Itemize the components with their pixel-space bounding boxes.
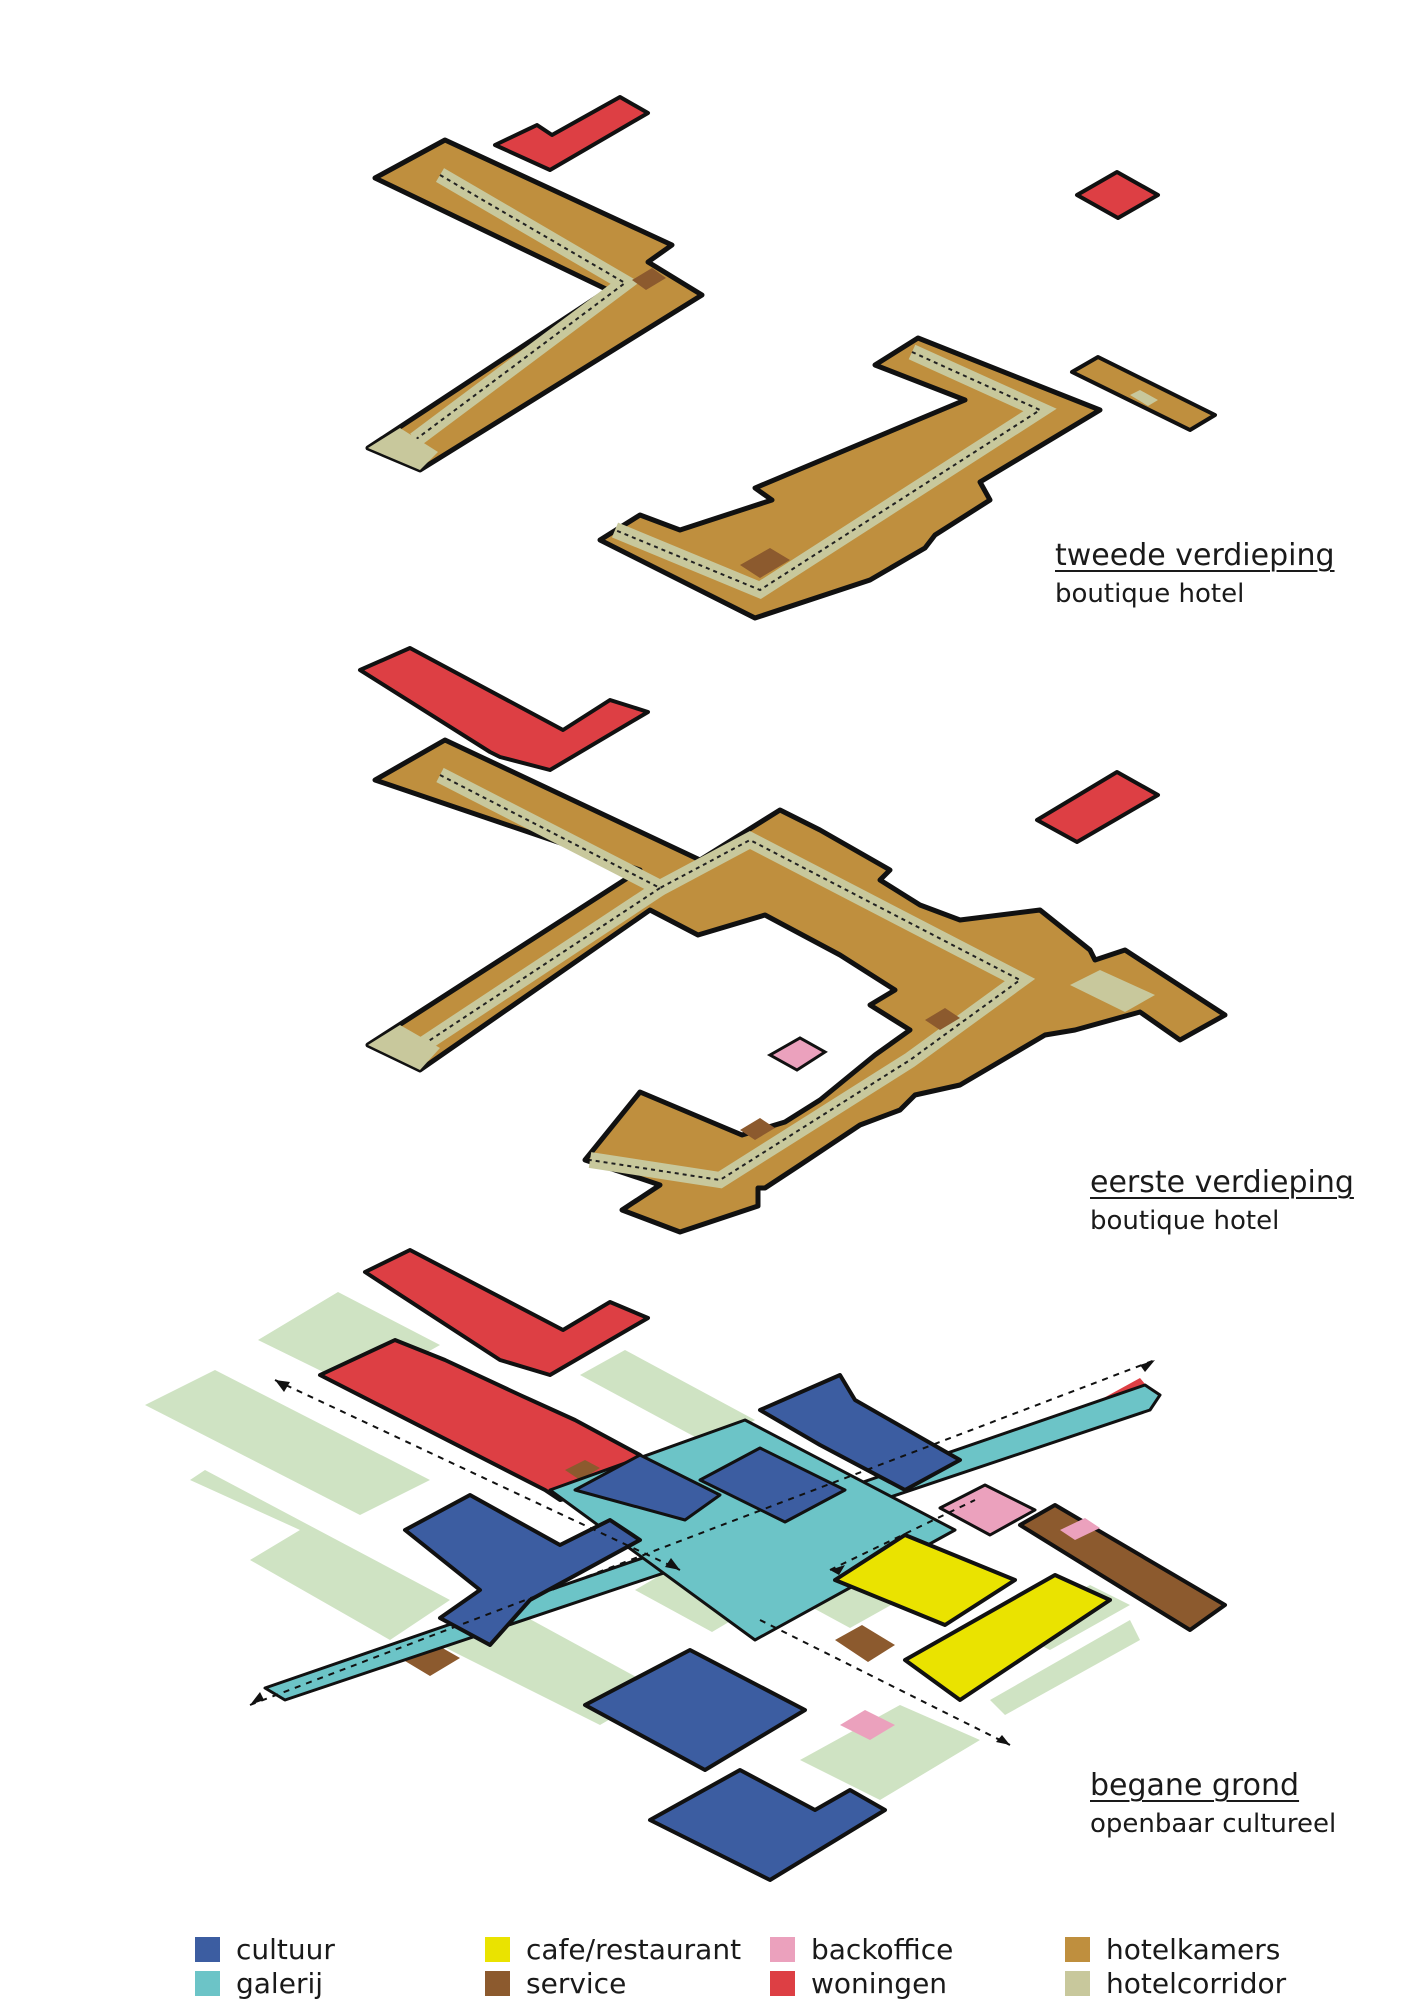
legend-item-cultuur: cultuur [195, 1932, 335, 1966]
housing-block [363, 1248, 650, 1377]
floor-ground [145, 1248, 1227, 1882]
hotel-corridor [410, 168, 640, 447]
floor-label-first: eerste verdieping boutique hotel [1090, 1165, 1354, 1236]
hotel-corridor-end [368, 1025, 440, 1070]
floor-label-second: tweede verdieping boutique hotel [1055, 538, 1335, 609]
culture-block [573, 1453, 722, 1522]
legend-label: service [526, 1966, 627, 2000]
culture-block [758, 1373, 962, 1492]
legend-label: cafe/restaurant [526, 1932, 742, 1966]
service-core [632, 268, 666, 290]
service-core [925, 1008, 960, 1030]
legend-swatch [195, 1936, 220, 1962]
legend-label: cultuur [236, 1932, 335, 1966]
culture-block [648, 1768, 887, 1882]
hotel-corridor-end [368, 428, 438, 470]
housing-block [1035, 770, 1160, 844]
legend-label: woningen [811, 1966, 948, 2000]
legend-swatch [770, 1970, 795, 1996]
hotel-corridor-end [1070, 970, 1155, 1012]
backoffice-block [938, 1483, 1037, 1537]
arrow-head [665, 1558, 680, 1570]
hotel-wing-north [365, 137, 705, 473]
legend-item-galerij: galerij [195, 1966, 324, 2000]
corridor-centerline [414, 887, 661, 1051]
culture-block [698, 1446, 847, 1524]
legend-item-woningen: woningen [770, 1966, 948, 2000]
hotel-corridor-end [1130, 390, 1158, 406]
public-space [990, 1620, 1140, 1715]
floor-label-ground: begane grond openbaar cultureel [1090, 1768, 1336, 1839]
legend-swatch [485, 1936, 510, 1962]
public-space [580, 1350, 755, 1445]
arrow-head [830, 1565, 845, 1575]
service-block [835, 1625, 895, 1662]
legend-item-service: service [485, 1966, 627, 2000]
route-arrow [249, 1359, 1156, 1706]
floor-level-title: eerste verdieping [1090, 1165, 1354, 1200]
service-block [565, 1460, 600, 1480]
legend-item-cafe: cafe/restaurant [485, 1932, 742, 1966]
housing-block [358, 646, 650, 772]
route-arrow [274, 1379, 681, 1571]
legend-swatch [770, 1936, 795, 1962]
arrow-head [1140, 1360, 1155, 1372]
route-arrow [759, 1619, 1011, 1746]
legend-item-backoffice: backoffice [770, 1932, 954, 1966]
housing-block [1075, 170, 1160, 220]
legend-label: hotelcorridor [1106, 1966, 1287, 2000]
cafe-block [903, 1573, 1112, 1702]
housing-block [493, 95, 650, 172]
backoffice-block [1060, 1518, 1100, 1540]
arrow-head [250, 1692, 264, 1705]
floor-level-title: tweede verdieping [1055, 538, 1335, 573]
floor-level-title: begane grond [1090, 1768, 1300, 1803]
cafe-block [833, 1533, 1017, 1627]
legend-label: galerij [236, 1966, 324, 2000]
floor-use-subtitle: boutique hotel [1090, 1206, 1280, 1236]
legend-item-hotelkamers: hotelkamers [1065, 1932, 1281, 1966]
culture-block [583, 1648, 807, 1772]
floor-first [358, 646, 1228, 1235]
public-space [800, 1705, 980, 1800]
backoffice-block [840, 1710, 895, 1740]
floor-second [365, 95, 1217, 621]
legend-swatch [485, 1970, 510, 1996]
arrow-head [996, 1735, 1010, 1745]
legend-swatch [1065, 1970, 1090, 1996]
floor-use-subtitle: openbaar cultureel [1090, 1809, 1337, 1839]
public-space [190, 1470, 450, 1640]
legend-label: backoffice [811, 1932, 954, 1966]
backoffice-room [766, 1036, 828, 1072]
route-arrows [249, 1359, 1156, 1746]
legend-label: hotelkamers [1106, 1932, 1281, 1966]
floor-use-subtitle: boutique hotel [1055, 579, 1245, 609]
service-core [740, 548, 790, 578]
culture-block [403, 1493, 642, 1647]
corridor-centerline [614, 351, 1043, 592]
arrow-head [275, 1380, 290, 1392]
legend-swatch [1065, 1936, 1090, 1962]
route-arrow [829, 1499, 976, 1571]
service-core [740, 1118, 775, 1140]
legend-swatch [195, 1970, 220, 1996]
public-space [145, 1370, 430, 1515]
hotel-wing-south [597, 335, 1103, 621]
legend-item-hotelcorridor: hotelcorridor [1065, 1966, 1287, 2000]
